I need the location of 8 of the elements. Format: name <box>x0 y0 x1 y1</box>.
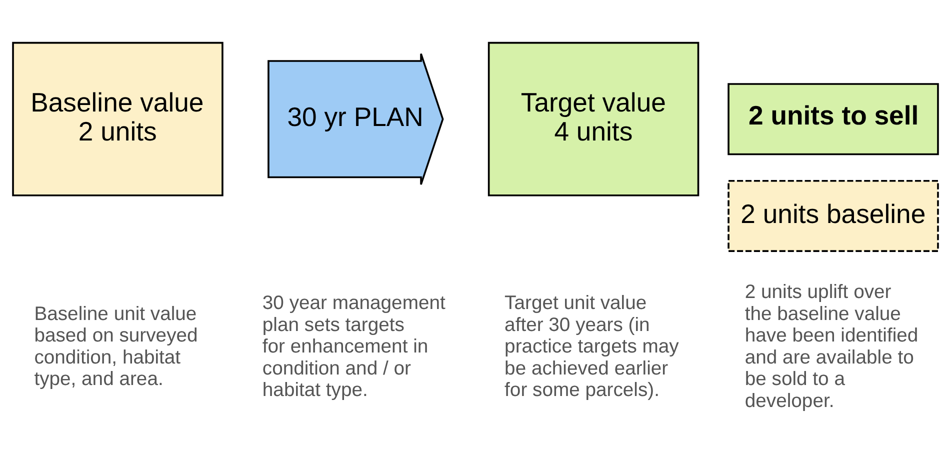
node-box: Baseline value 2 units <box>12 42 224 196</box>
node-box: 2 units baseline <box>728 180 939 252</box>
label: Target unit value after 30 years (in practice targets may be achieved earlier for some parcels). <box>504 292 679 402</box>
label: 30 year management plan sets targets for enhancement in condition and / or habitat type. <box>262 292 446 402</box>
node-box: 2 units to sell <box>728 83 939 156</box>
node-box: Target value 4 units <box>488 42 700 196</box>
label: 2 units uplift over the baseline value have been identified and are available to be sold to a developer. <box>744 281 918 412</box>
label: Baseline unit value based on surveyed condition, habitat type, and area. <box>34 302 198 390</box>
